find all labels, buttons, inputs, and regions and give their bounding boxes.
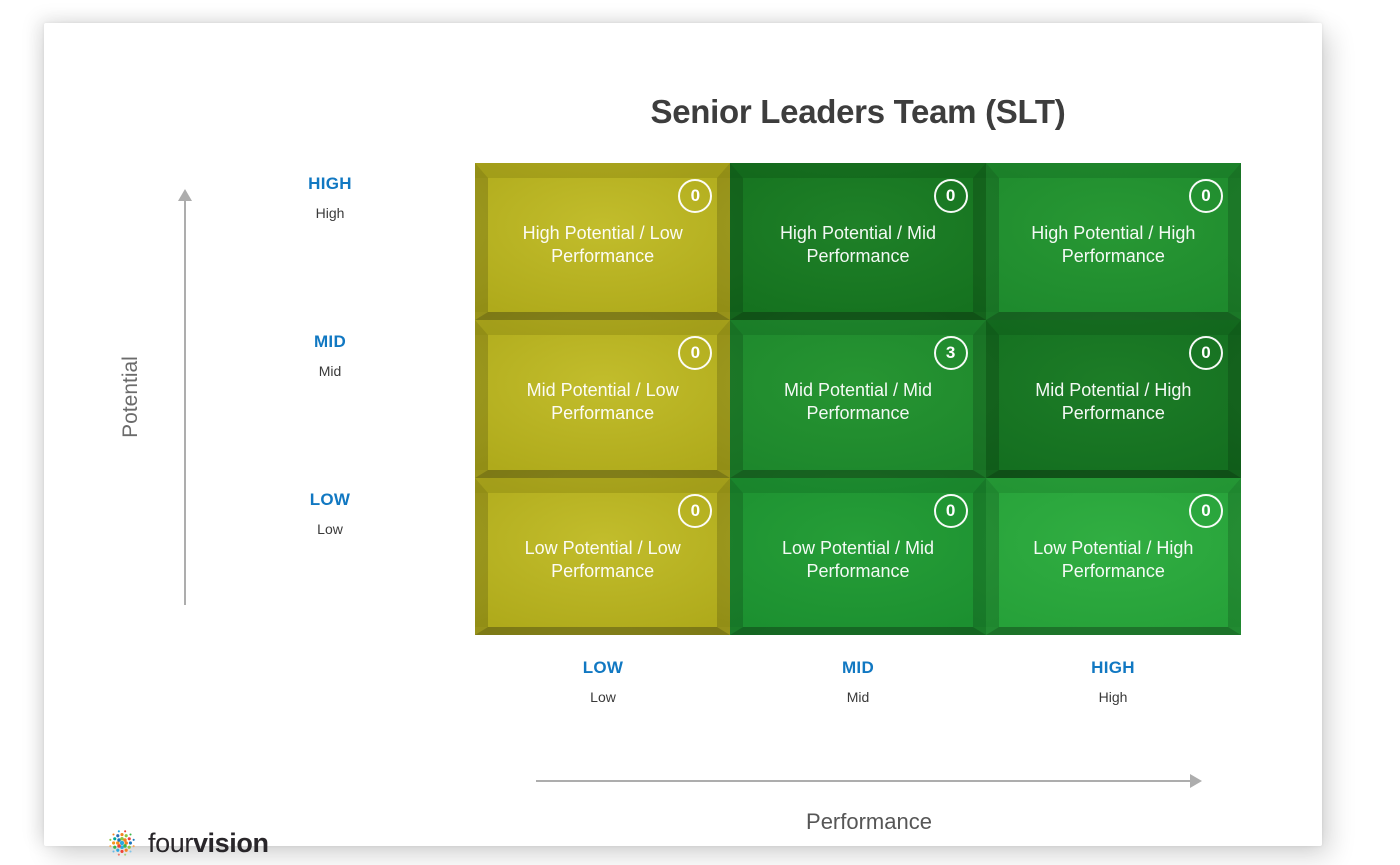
nine-box-grid: 0 High Potential / Low Performance 0 Hig… bbox=[475, 163, 1241, 635]
cell-count-badge: 0 bbox=[678, 336, 713, 371]
cell-high-potential-mid-performance[interactable]: 0 High Potential / Mid Performance bbox=[730, 163, 986, 321]
performance-axis-title: Performance bbox=[806, 809, 932, 834]
cell-count-badge: 0 bbox=[933, 179, 968, 213]
cell-label: Low Potential / High Performance bbox=[1033, 537, 1194, 581]
cell-count-badge: 0 bbox=[678, 179, 713, 213]
performance-axis-arrowhead-icon bbox=[1190, 774, 1202, 788]
x-tick-low-primary: LOW bbox=[582, 658, 624, 677]
y-tick-high-primary: HIGH bbox=[308, 174, 352, 193]
fourvision-dots-icon bbox=[109, 830, 135, 856]
potential-axis-arrowhead-icon bbox=[178, 189, 192, 201]
cell-label: Low Potential / Low Performance bbox=[524, 537, 681, 581]
cell-label: High Potential / Mid Performance bbox=[779, 223, 937, 267]
y-tick-mid: MID Mid bbox=[250, 332, 410, 379]
content-card: Senior Leaders Team (SLT) Potential HIGH… bbox=[44, 23, 1322, 858]
cell-high-potential-high-performance[interactable]: 0 High Potential / High Performance bbox=[985, 163, 1241, 321]
cell-mid-potential-low-performance[interactable]: 0 Mid Potential / Low Performance bbox=[475, 320, 731, 478]
x-tick-mid: MID Mid bbox=[778, 658, 938, 705]
x-tick-low: LOW Low bbox=[523, 658, 683, 705]
cell-low-potential-low-performance[interactable]: 0 Low Potential / Low Performance bbox=[475, 477, 731, 635]
cell-label: Mid Potential / High Performance bbox=[1035, 380, 1192, 424]
cell-label: Low Potential / Mid Performance bbox=[781, 537, 935, 581]
performance-axis-line bbox=[536, 780, 1192, 782]
cell-low-potential-high-performance[interactable]: 0 Low Potential / High Performance bbox=[985, 477, 1241, 635]
cell-count-badge: 0 bbox=[1188, 493, 1223, 528]
cell-high-potential-low-performance[interactable]: 0 High Potential / Low Performance bbox=[475, 163, 731, 321]
y-tick-high-secondary: High bbox=[315, 205, 345, 221]
x-tick-high-secondary: High bbox=[1098, 689, 1128, 705]
x-tick-mid-secondary: Mid bbox=[846, 689, 870, 705]
x-tick-high-primary: HIGH bbox=[1091, 658, 1135, 677]
x-tick-high: HIGH High bbox=[1033, 658, 1193, 705]
potential-axis-title: Potential bbox=[119, 356, 142, 438]
cell-count-badge: 0 bbox=[678, 493, 713, 528]
cell-count-badge: 0 bbox=[933, 493, 968, 528]
y-tick-low-primary: LOW bbox=[309, 490, 351, 509]
cell-label: High Potential / High Performance bbox=[1031, 223, 1196, 267]
cell-label: High Potential / Low Performance bbox=[522, 223, 683, 267]
cell-label: Mid Potential / Low Performance bbox=[526, 380, 679, 424]
cell-mid-potential-mid-performance[interactable]: 3 Mid Potential / Mid Performance bbox=[730, 320, 986, 478]
x-tick-low-secondary: Low bbox=[590, 689, 616, 705]
fourvision-logo-text: fourvision bbox=[148, 828, 269, 859]
fourvision-logo: fourvision bbox=[104, 822, 269, 864]
x-tick-mid-primary: MID bbox=[841, 658, 875, 677]
cell-label: Mid Potential / Mid Performance bbox=[783, 380, 933, 424]
cell-count-badge: 0 bbox=[1188, 336, 1223, 371]
page-title: Senior Leaders Team (SLT) bbox=[650, 93, 1066, 130]
cell-low-potential-mid-performance[interactable]: 0 Low Potential / Mid Performance bbox=[730, 477, 986, 635]
y-tick-low: LOW Low bbox=[250, 490, 410, 537]
cell-count-badge: 3 bbox=[933, 336, 968, 371]
potential-axis-line bbox=[184, 200, 186, 605]
logo-text-four: four bbox=[148, 827, 193, 858]
cell-mid-potential-high-performance[interactable]: 0 Mid Potential / High Performance bbox=[985, 320, 1241, 478]
y-tick-low-secondary: Low bbox=[317, 521, 343, 537]
y-tick-high: HIGH High bbox=[250, 174, 410, 221]
logo-text-vision: vision bbox=[192, 827, 269, 858]
y-tick-mid-primary: MID bbox=[313, 332, 347, 351]
cell-count-badge: 0 bbox=[1188, 179, 1223, 213]
y-tick-mid-secondary: Mid bbox=[318, 363, 342, 379]
